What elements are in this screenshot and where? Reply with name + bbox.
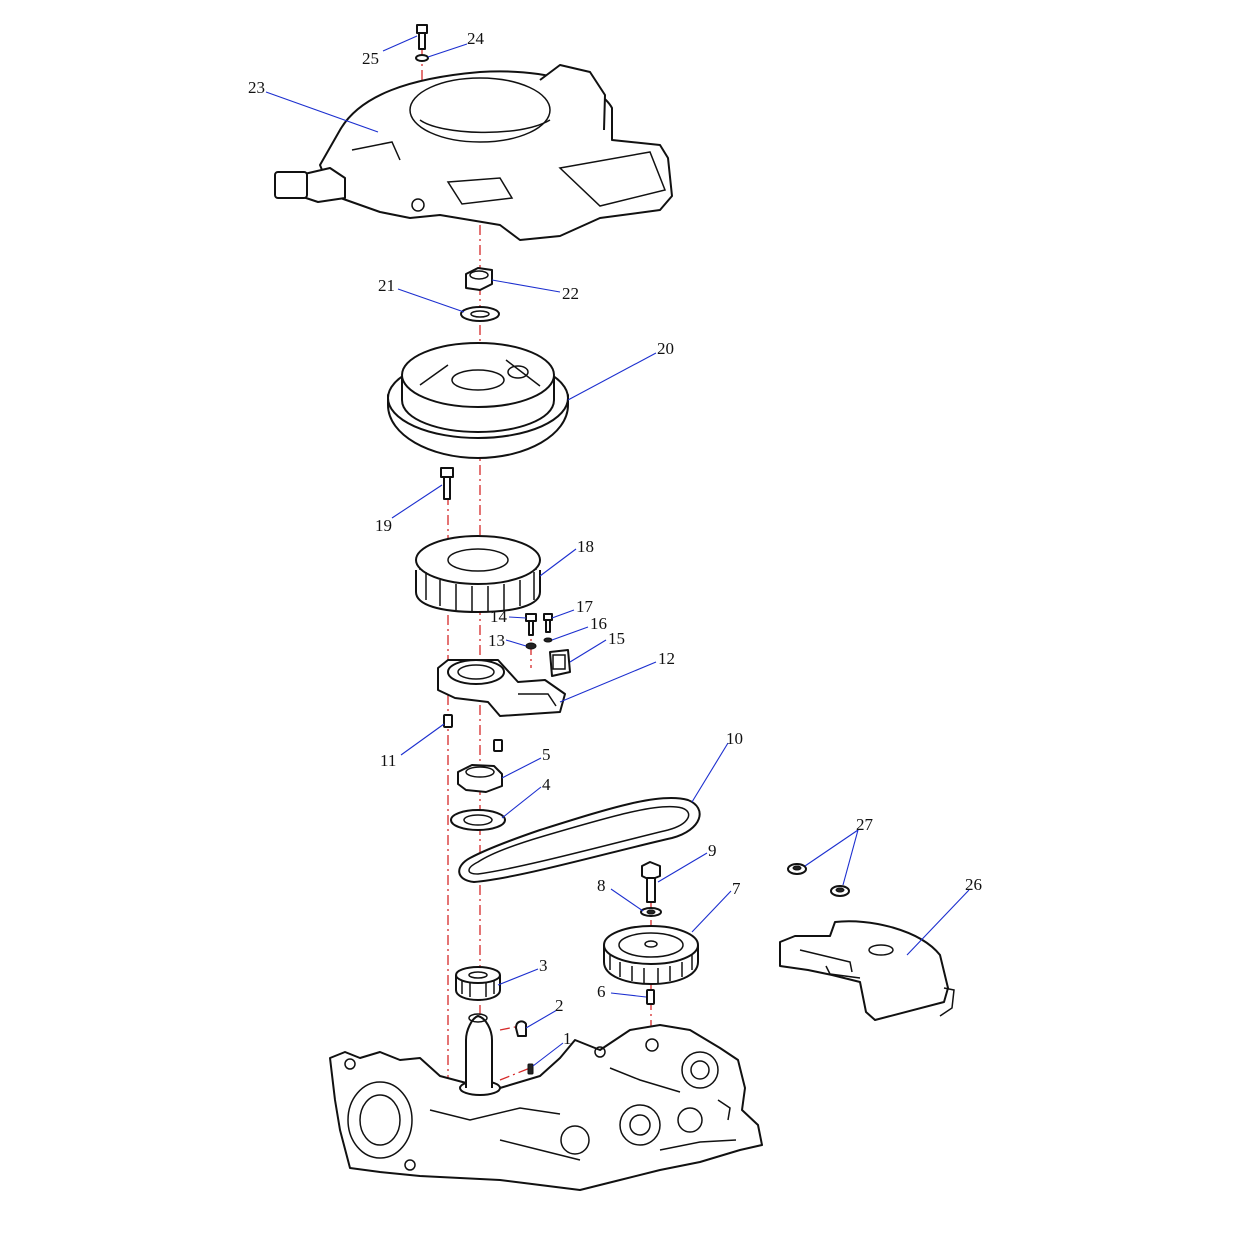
pulley-bolt	[641, 861, 661, 903]
axis-key-1	[499, 1067, 531, 1081]
callout-17: 17	[576, 597, 594, 616]
callout-18: 18	[577, 537, 594, 556]
leader-6	[610, 992, 647, 998]
callout-16: 16	[590, 614, 607, 633]
callout-23: 23	[248, 78, 265, 97]
starter-washer	[415, 54, 429, 62]
pulser-coil	[549, 649, 571, 677]
callout-5: 5	[542, 745, 551, 764]
leader-23	[265, 91, 379, 133]
callout-11: 11	[380, 751, 396, 770]
leader-27b	[842, 829, 859, 886]
callout-7: 7	[732, 879, 741, 898]
leader-21	[397, 288, 465, 313]
callout-6: 6	[597, 982, 606, 1001]
leader-4	[501, 786, 542, 819]
flywheel-nut	[465, 267, 493, 291]
callout-14: 14	[490, 607, 508, 626]
callout-8: 8	[597, 876, 606, 895]
timing-belt	[458, 796, 701, 883]
callout-20: 20	[657, 339, 674, 358]
leader-1	[532, 1042, 564, 1067]
flywheel	[387, 342, 569, 459]
leader-10	[691, 742, 729, 803]
washer	[525, 642, 537, 650]
leader-16	[551, 626, 589, 641]
dowel-pin	[443, 714, 503, 752]
callout-9: 9	[708, 841, 717, 860]
flywheel-nut-lower	[457, 764, 503, 793]
leader-13	[505, 639, 527, 647]
leader-25	[382, 35, 418, 52]
leader-7	[691, 890, 732, 933]
leader-5	[501, 757, 542, 779]
leader-27a	[804, 829, 859, 867]
callout-1: 1	[563, 1029, 572, 1048]
camshaft-pulley	[603, 925, 699, 985]
leader-17	[551, 609, 575, 619]
washer-small	[543, 637, 553, 643]
leader-3	[497, 968, 539, 986]
callout-15: 15	[608, 629, 625, 648]
crankshaft-pulley	[455, 966, 501, 1001]
leader-19	[391, 484, 443, 519]
screw	[525, 613, 537, 636]
callout-3: 3	[539, 956, 548, 975]
callout-19: 19	[375, 516, 392, 535]
belt-cover	[779, 920, 955, 1021]
stator-coil	[415, 535, 541, 613]
leader-9	[657, 852, 708, 883]
woodruff-key	[515, 1020, 527, 1037]
leader-24	[427, 43, 468, 58]
leader-11	[400, 723, 445, 756]
leader-8	[610, 888, 644, 912]
leader-15	[569, 639, 607, 663]
leader-20	[567, 352, 657, 401]
camshaft-pin	[646, 989, 655, 1005]
callout-12: 12	[658, 649, 675, 668]
callout-4: 4	[542, 775, 551, 794]
callout-26: 26	[965, 875, 982, 894]
stator-base	[437, 659, 566, 717]
leader-26	[906, 889, 970, 956]
callout-21: 21	[378, 276, 395, 295]
key	[527, 1063, 534, 1075]
screw-small	[543, 613, 553, 633]
leader-22	[491, 279, 561, 293]
leader-2	[525, 1009, 558, 1029]
pulley-washer	[450, 809, 506, 831]
callout-13: 13	[488, 631, 505, 650]
starter-bolt	[416, 24, 428, 50]
leader-lines	[265, 35, 970, 1067]
callout-2: 2	[555, 996, 564, 1015]
leader-12	[559, 661, 657, 703]
engine-block	[329, 1013, 763, 1191]
leader-14	[508, 616, 527, 619]
callout-27: 27	[856, 815, 874, 834]
leader-18	[539, 548, 577, 577]
flywheel-washer	[460, 306, 500, 322]
callout-10: 10	[726, 729, 743, 748]
pulley-bolt-washer	[640, 907, 662, 917]
callout-25: 25	[362, 49, 379, 68]
recoil-starter	[274, 64, 673, 241]
callout-labels: 25 24 23 22 21 20 19 18 14 17 13 16 15 1…	[248, 29, 982, 1048]
grommet	[787, 863, 850, 897]
callout-24: 24	[467, 29, 485, 48]
stator-bolt	[440, 467, 454, 500]
callout-22: 22	[562, 284, 579, 303]
